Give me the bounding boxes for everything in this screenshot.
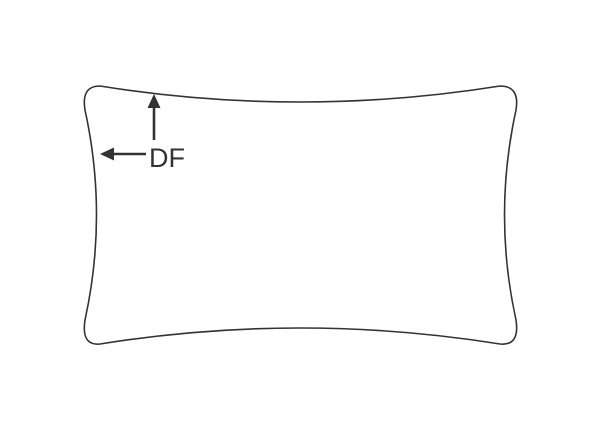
arrow-up-icon: [147, 94, 161, 140]
df-label: DF: [149, 143, 185, 173]
arrow-left-icon: [100, 147, 146, 161]
pillow-outline: [83, 85, 518, 345]
